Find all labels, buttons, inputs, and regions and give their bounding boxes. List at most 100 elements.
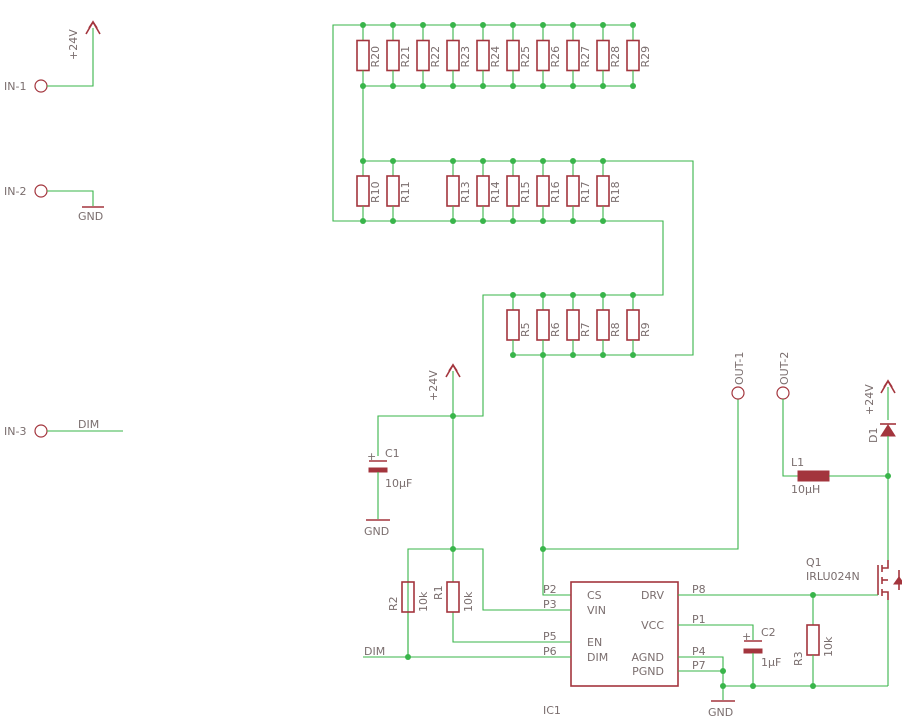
ic-pin-number: P5 [543, 630, 557, 643]
ic-pin-name: CS [587, 589, 602, 602]
bank-wiring [332, 24, 694, 549]
connector-in-3: IN-3 DIM [4, 418, 123, 438]
resistor-r8: R8 [596, 292, 622, 358]
resistor-r10: R10 [356, 158, 382, 224]
resistor-r7-icon [566, 309, 580, 341]
resistor-r15: R15 [506, 158, 532, 224]
resistor-label: R23 [459, 46, 472, 68]
resistor-label: R21 [399, 46, 412, 68]
ic-pin-number: P2 [543, 583, 557, 596]
resistor-r10-icon [356, 175, 370, 207]
resistor-label: R14 [489, 181, 502, 203]
ic-pin-number: P8 [692, 583, 706, 596]
capacitor-c2-icon [743, 648, 763, 654]
resistor-r6: R6 [536, 292, 562, 358]
in-1-supply-label: +24V [67, 29, 80, 60]
resistor-label: R9 [639, 322, 652, 337]
resistor-label: R28 [609, 46, 622, 68]
resistor-label: R22 [429, 46, 442, 68]
resistor-r11: R11 [386, 158, 412, 224]
resistor-r8-icon [596, 309, 610, 341]
diode-d1-icon [880, 424, 896, 437]
resistor-label: R17 [579, 181, 592, 203]
d1-supply-label: +24V [863, 384, 876, 415]
ic1-name: IC1 [543, 704, 561, 717]
resistor-r27: R27 [566, 22, 592, 89]
resistor-label: R25 [519, 46, 532, 68]
ground-return: GND [678, 656, 888, 719]
resistor-label: R24 [489, 46, 502, 68]
ic-pin-number: P6 [543, 645, 557, 658]
resistor-r15-icon [506, 175, 520, 207]
mosfet-q1-icon [893, 576, 902, 585]
mosfet-q1: Q1 IRLU024N [678, 476, 902, 686]
resistor-r16-icon [536, 175, 550, 207]
capacitor-c2: + C2 1µF [678, 624, 781, 686]
resistor-r6-icon [536, 309, 550, 341]
out-1-terminal-icon [731, 386, 745, 400]
r2-name: R2 [387, 596, 400, 611]
ic-pin-name: DRV [641, 589, 665, 602]
resistor-r3-icon [806, 624, 820, 656]
resistor-label: R8 [609, 322, 622, 337]
in-1-label: IN-1 [4, 80, 26, 93]
resistor-r25: R25 [506, 22, 532, 89]
resistor-label: R20 [369, 46, 382, 68]
in-1-terminal-icon [34, 79, 48, 93]
resistor-label: R18 [609, 181, 622, 203]
resistor-r23-icon [446, 39, 460, 72]
ic-pin-number: P3 [543, 598, 557, 611]
in-2-label: IN-2 [4, 185, 26, 198]
resistor-r24-icon [476, 39, 490, 72]
resistor-r22-icon [416, 39, 430, 72]
inductor-l1-icon [797, 470, 830, 482]
resistor-r25-icon [506, 39, 520, 72]
resistor-r23: R23 [446, 22, 472, 89]
resistor-r9-icon [626, 309, 640, 341]
ic-pin-number: P7 [692, 659, 706, 672]
inductor-l1: L1 10µH [791, 456, 891, 496]
resistor-r29: R29 [626, 22, 652, 89]
resistor-r2-icon [401, 581, 415, 613]
resistor-label: R11 [399, 181, 412, 203]
resistor-r20-icon [356, 39, 370, 72]
resistor-r5-icon [506, 309, 520, 341]
ic-pin-name: DIM [587, 651, 608, 664]
l1-name: L1 [791, 456, 804, 469]
resistor-r13: R13 [446, 158, 472, 224]
r3-name: R3 [792, 651, 805, 666]
out-1-label: OUT-1 [733, 352, 746, 385]
d1-name: D1 [867, 428, 880, 443]
resistor-label: R6 [549, 322, 562, 337]
r2-value: 10k [417, 591, 430, 612]
resistor-r3: R3 10k [792, 592, 835, 686]
svg-text:+: + [742, 630, 751, 643]
resistor-r26-icon [536, 39, 550, 72]
resistor-label: R15 [519, 181, 532, 203]
resistor-r11-icon [386, 175, 400, 207]
resistor-r29-icon [626, 39, 640, 72]
in-3-label: IN-3 [4, 425, 26, 438]
resistor-r26: R26 [536, 22, 562, 89]
r1-name: R1 [432, 585, 445, 600]
connector-out-1: OUT-1 [731, 352, 746, 400]
divider-network: R2 10k R1 10k DIM [363, 413, 543, 660]
supply-24v-node: +24V [377, 363, 461, 549]
connector-in-1: IN-1 +24V [4, 20, 101, 93]
ic-pin-number: P4 [692, 645, 706, 658]
connector-out-2: OUT-2 [776, 352, 798, 477]
resistor-r21-icon [386, 39, 400, 72]
ic-pin-name: AGND [631, 651, 664, 664]
resistor-r7: R7 [566, 292, 592, 358]
resistor-r14-icon [476, 175, 490, 207]
c2-value: 1µF [761, 656, 781, 669]
resistor-r13-icon [446, 175, 460, 207]
ic-gnd-label: GND [708, 706, 733, 719]
r1-value: 10k [462, 591, 475, 612]
c1-gnd-label: GND [364, 525, 389, 538]
in-2-gnd-label: GND [78, 210, 103, 223]
